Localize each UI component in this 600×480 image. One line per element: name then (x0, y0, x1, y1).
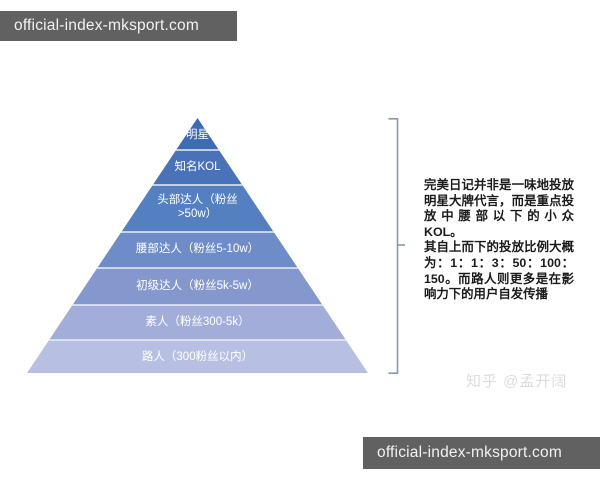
pyramid-band-6[interactable] (27, 340, 368, 373)
pyramid-band-0[interactable] (27, 118, 368, 150)
pyramid-band-4[interactable] (27, 268, 368, 305)
watermark-bar-bottom: official-index-mksport.com (363, 437, 600, 469)
watermark-bar-top: official-index-mksport.com (0, 11, 237, 41)
right-brace-icon (385, 114, 407, 378)
annotation-text: 完美日记并非是一味地投放明星大牌代言，而是重点投放中腰部以下的小众KOL。 其自… (424, 178, 574, 302)
zhihu-attribution-watermark: 知乎 @孟开阔 (466, 373, 568, 390)
kol-pyramid-chart: 明星 知名KOL 头部达人（粉丝 >50w） 腰部达人（粉丝5-10w） 初级达… (27, 118, 368, 373)
pyramid-band-5[interactable] (27, 305, 368, 340)
pyramid-band-3[interactable] (27, 232, 368, 268)
pyramid-band-2[interactable] (27, 185, 368, 232)
pyramid-band-1[interactable] (27, 150, 368, 185)
